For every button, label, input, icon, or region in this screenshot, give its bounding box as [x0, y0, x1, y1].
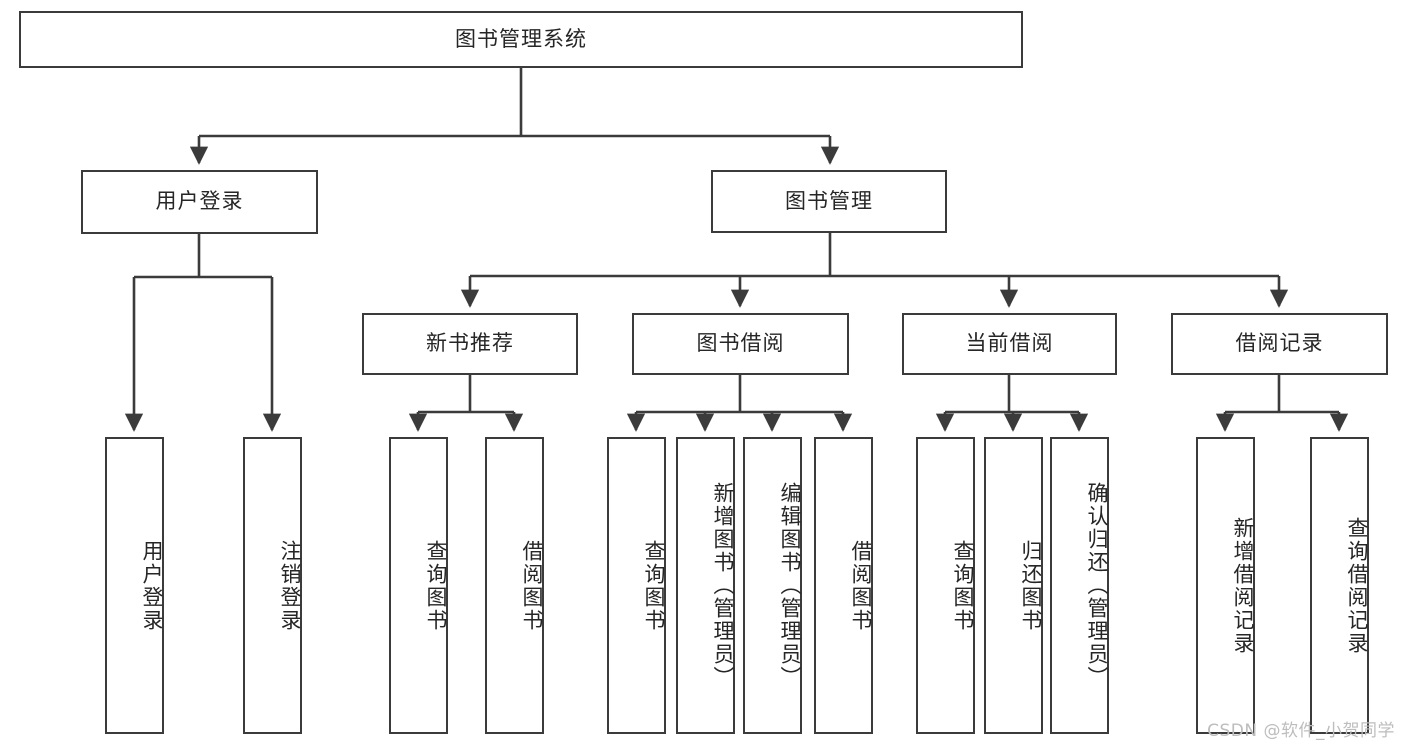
node-root-system[interactable]: 图书管理系统	[19, 11, 1023, 68]
node-label: 查询图书	[951, 539, 975, 632]
node-label: 新增图书（管理员）	[711, 482, 735, 689]
leaf-confirm-return-admin[interactable]: 确认归还（管理员）	[1050, 437, 1109, 734]
leaf-query-books-current[interactable]: 查询图书	[916, 437, 975, 734]
leaf-borrow-books[interactable]: 借阅图书	[814, 437, 873, 734]
leaf-logout[interactable]: 注销登录	[243, 437, 302, 734]
node-label: 注销登录	[278, 539, 302, 632]
node-label: 图书管理系统	[455, 26, 587, 51]
node-book-borrow[interactable]: 图书借阅	[632, 313, 849, 375]
node-label: 当前借阅	[965, 331, 1054, 356]
node-user-login[interactable]: 用户登录	[81, 170, 318, 234]
node-label: 用户登录	[155, 189, 244, 214]
node-borrow-record[interactable]: 借阅记录	[1171, 313, 1388, 375]
node-label: 借阅记录	[1235, 331, 1324, 356]
leaf-edit-book-admin[interactable]: 编辑图书（管理员）	[743, 437, 802, 734]
node-book-management[interactable]: 图书管理	[711, 170, 947, 233]
leaf-query-borrow-record[interactable]: 查询借阅记录	[1310, 437, 1369, 734]
leaf-return-books[interactable]: 归还图书	[984, 437, 1043, 734]
leaf-add-borrow-record[interactable]: 新增借阅记录	[1196, 437, 1255, 734]
leaf-query-books-recommend[interactable]: 查询图书	[389, 437, 448, 734]
node-label: 图书借阅	[696, 331, 785, 356]
node-label: 查询图书	[424, 539, 448, 632]
watermark: CSDN @软件_小贺同学	[1207, 721, 1395, 741]
node-label: 借阅图书	[520, 539, 544, 632]
node-label: 用户登录	[140, 539, 164, 632]
node-label: 确认归还（管理员）	[1085, 482, 1109, 689]
node-label: 图书管理	[785, 188, 873, 213]
leaf-borrow-books-recommend[interactable]: 借阅图书	[485, 437, 544, 734]
leaf-user-login[interactable]: 用户登录	[105, 437, 164, 734]
node-label: 查询图书	[642, 539, 666, 632]
leaf-query-books-borrow[interactable]: 查询图书	[607, 437, 666, 734]
leaf-add-book-admin[interactable]: 新增图书（管理员）	[676, 437, 735, 734]
node-label: 借阅图书	[849, 539, 873, 632]
node-label: 新增借阅记录	[1231, 516, 1255, 655]
node-label: 新书推荐	[426, 331, 514, 356]
node-new-book-recommend[interactable]: 新书推荐	[362, 313, 578, 375]
node-label: 编辑图书（管理员）	[778, 482, 802, 689]
node-label: 查询借阅记录	[1345, 516, 1369, 655]
node-label: 归还图书	[1019, 539, 1043, 632]
node-current-borrow[interactable]: 当前借阅	[902, 313, 1117, 375]
